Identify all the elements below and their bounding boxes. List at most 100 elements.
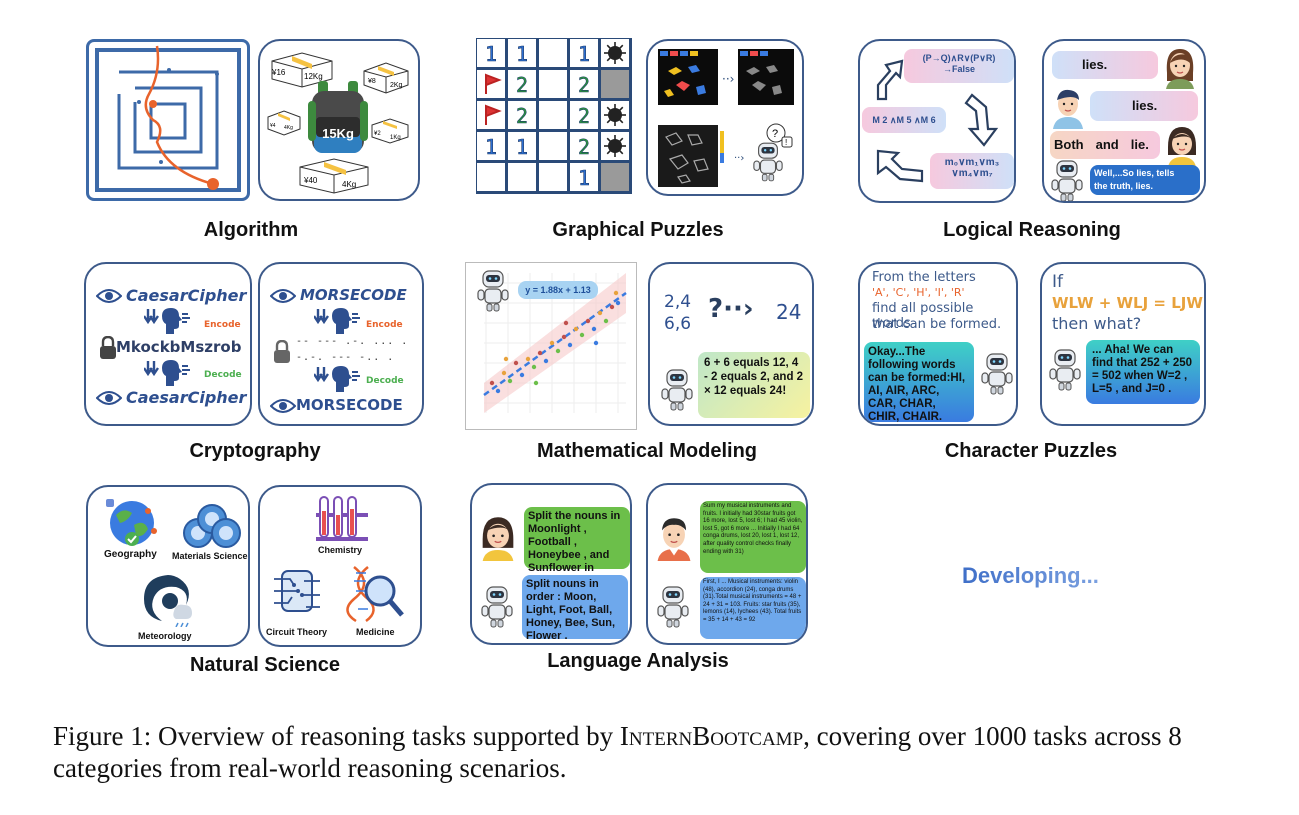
data-point — [513, 360, 519, 366]
liar-bubble-4: Well,...So lies, tells the truth, lies. — [1090, 165, 1200, 195]
morse-code-line-1: -- --- .-. ... . — [296, 336, 409, 347]
mine-cell — [508, 163, 536, 191]
circuit-icon — [274, 570, 320, 612]
liar-bubble-3-lie: lie. — [1130, 137, 1149, 152]
mine-icon — [608, 108, 622, 122]
data-point — [549, 340, 555, 346]
geography-label: Geography — [104, 549, 157, 560]
logic-formula-1: (P→Q)∧R∨(P∨R) →False — [904, 49, 1014, 83]
robot-icon-language — [481, 586, 513, 628]
liar-bubble-2-text: lies. — [1132, 98, 1158, 113]
eye-icon — [96, 391, 122, 405]
liar-bubble-4-e: lies. — [1135, 181, 1154, 191]
decode-label: Decode — [366, 376, 404, 386]
liar-bubble-4-b: lies, — [1136, 168, 1154, 178]
storm-icon — [144, 575, 192, 627]
robot-icon-chars — [981, 353, 1013, 395]
mine-cell — [570, 39, 598, 67]
mine-number: 1 — [485, 42, 497, 66]
category-label-natural-science: Natural Science — [189, 654, 341, 676]
category-label-algorithm: Algorithm — [203, 219, 299, 241]
lock-icon — [100, 336, 116, 359]
box-3-weight: 4Kg — [284, 125, 293, 131]
mine-cell — [508, 70, 536, 98]
decode-label: Decode — [204, 370, 242, 380]
liar-bubble-4-d: the truth, — [1094, 181, 1133, 191]
liar-bubble-1-text: lies. — [1082, 57, 1108, 72]
mine-cell — [601, 163, 629, 191]
game-24-panel: 2,4 6,6 ?··› 24 6 + 6 equals 12, 4 - 2 e… — [648, 262, 814, 426]
mine-number: 1 — [578, 42, 590, 66]
cycle-arrows — [876, 59, 999, 183]
category-label-logical-reasoning: Logical Reasoning — [943, 219, 1121, 241]
box-4-price: ¥2 — [374, 131, 381, 137]
category-label-cryptography: Cryptography — [189, 440, 321, 462]
language-answer-2: First, I ... Musical instruments: violin… — [700, 577, 806, 639]
caesar-decoded: CaesarCipher — [126, 388, 247, 407]
data-point — [613, 290, 619, 296]
mine-cell — [601, 70, 629, 98]
mine-number: 2 — [516, 73, 528, 97]
data-point — [615, 300, 621, 306]
box-1-weight: 12Kg — [304, 72, 323, 81]
girl-avatar-language — [481, 516, 514, 561]
backpack-capacity: 15Kg — [322, 126, 354, 141]
caption-brand: InternBootcamp — [619, 721, 804, 751]
game-24-target: 24 — [776, 300, 802, 324]
mine-icon — [608, 46, 622, 60]
formula-1-line-1: (P→Q)∧R∨(P∨R) — [922, 53, 996, 63]
girl-avatar — [1167, 126, 1197, 167]
mine-spike — [606, 106, 612, 112]
mine-number: 1 — [485, 135, 497, 159]
data-point — [537, 350, 543, 356]
eye-icon — [270, 289, 296, 303]
cryptarithm-panel: If WLW + WLJ = LJW then what? ... Aha! W… — [1040, 262, 1206, 426]
logic-formula-panel: (P→Q)∧R∨(P∨R) →False M 2 ∧M 5 ∧M 6 m₀∨m₁… — [858, 39, 1016, 203]
mine-spike — [606, 118, 612, 124]
tile-puzzle-diagram: ··› ··› ? ! — [658, 49, 794, 187]
mine-cell — [477, 39, 505, 67]
box-5-weight: 4Kg — [342, 180, 356, 189]
box-1-price: ¥16 — [271, 68, 286, 77]
data-point — [489, 380, 495, 386]
data-point — [533, 380, 539, 386]
encode-icon — [144, 306, 192, 336]
data-point — [561, 334, 567, 340]
man-avatar-1 — [1052, 89, 1084, 129]
encode-label: Encode — [204, 320, 241, 330]
box-5-price: ¥40 — [303, 176, 318, 185]
morse-code-line-2: -.-. --- -.. . — [296, 352, 395, 363]
language-question-1: Split the nouns in Moonlight , Football … — [524, 507, 630, 587]
robot-icon-math-2 — [661, 369, 693, 411]
mine-spike — [606, 44, 612, 50]
svg-text:··›: ··› — [734, 153, 744, 164]
encode-icon — [314, 306, 362, 336]
data-point — [593, 340, 599, 346]
caesar-ciphertext: MkockbMszrob — [116, 338, 242, 356]
science-panel-1: Geography Materials Science Meteorology — [86, 485, 250, 647]
game-24-numbers-1: 2,4 — [664, 292, 692, 312]
morse-plaintext: MORSECODE — [300, 286, 407, 304]
formula-3-line-2: ∨m₄∨m₇ — [951, 168, 993, 179]
mine-spike — [618, 137, 624, 143]
mine-spike — [606, 56, 612, 62]
data-point — [525, 356, 531, 362]
category-label-language-analysis: Language Analysis — [547, 650, 729, 672]
mine-spike — [618, 149, 624, 155]
category-label-character-puzzles: Character Puzzles — [944, 440, 1118, 462]
robot-icon-chars-2 — [1049, 349, 1081, 391]
mine-cell — [508, 101, 536, 129]
mine-spike — [618, 118, 624, 124]
box-2-price: ¥8 — [368, 78, 376, 85]
mine-cell — [539, 101, 567, 129]
flag-icon — [485, 73, 502, 94]
caption-prefix: Figure 1: Overview of reasoning tasks su… — [53, 721, 620, 751]
cryptarithm-answer: ... Aha! We can find that 252 + 250 = 50… — [1086, 340, 1200, 404]
box-2 — [363, 62, 409, 94]
formula-1-line-2: →False — [942, 64, 975, 74]
dna-magnifier-icon — [346, 566, 404, 623]
data-point — [579, 332, 585, 338]
data-point — [555, 348, 561, 354]
liar-bubble-3-both: Both — [1054, 137, 1084, 152]
